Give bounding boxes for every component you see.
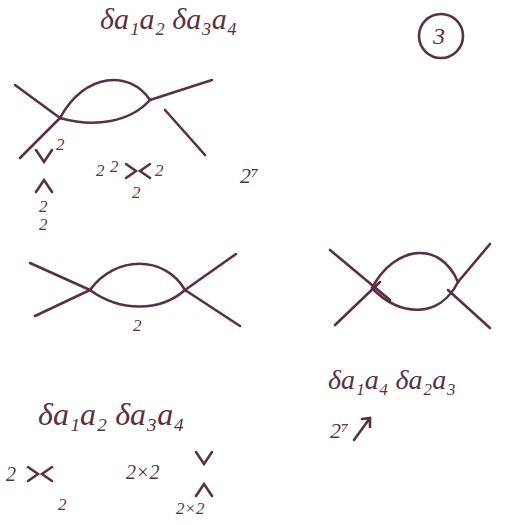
symmetry-factor: 2 (58, 496, 67, 513)
vertex-symbol (196, 484, 212, 496)
symmetry-factor: 2⁷ (330, 420, 349, 442)
kronecker-delta: δa₁a₂ δa₃a₄ (100, 4, 237, 34)
vertex-symbol (126, 164, 150, 178)
symmetry-factor: 2 (110, 158, 119, 175)
symmetry-factor: 2⁷ (240, 165, 259, 187)
vertex-symbol (28, 467, 52, 481)
loop-diagram (30, 254, 240, 326)
loop-diagram (330, 244, 490, 328)
symmetry-factor: 2 (39, 198, 48, 215)
symmetry-factor: 2 (132, 184, 141, 201)
callout-number: 3 (433, 24, 445, 48)
vertex-symbol (36, 180, 52, 192)
kronecker-delta: δa₁a₂ δa₃a₄ (38, 398, 184, 430)
symmetry-factor: 2×2 (176, 500, 204, 517)
vertex-symbol (36, 150, 52, 162)
loop-diagram (15, 80, 212, 158)
symmetry-factor: 2 (133, 317, 142, 334)
kronecker-delta: δa₁a₄ δa₂a₃ (328, 366, 456, 394)
symmetry-factor: 2 (39, 216, 48, 233)
arrow-mark (354, 418, 370, 440)
symmetry-factor: 2 (56, 136, 65, 153)
symmetry-factor: 2 (6, 464, 16, 484)
circle-mark (419, 14, 463, 58)
symmetry-factor: 2×2 (126, 462, 160, 482)
vertex-symbol (196, 452, 212, 464)
symmetry-factor: 2 (96, 162, 105, 179)
symmetry-factor: 2 (155, 162, 164, 179)
